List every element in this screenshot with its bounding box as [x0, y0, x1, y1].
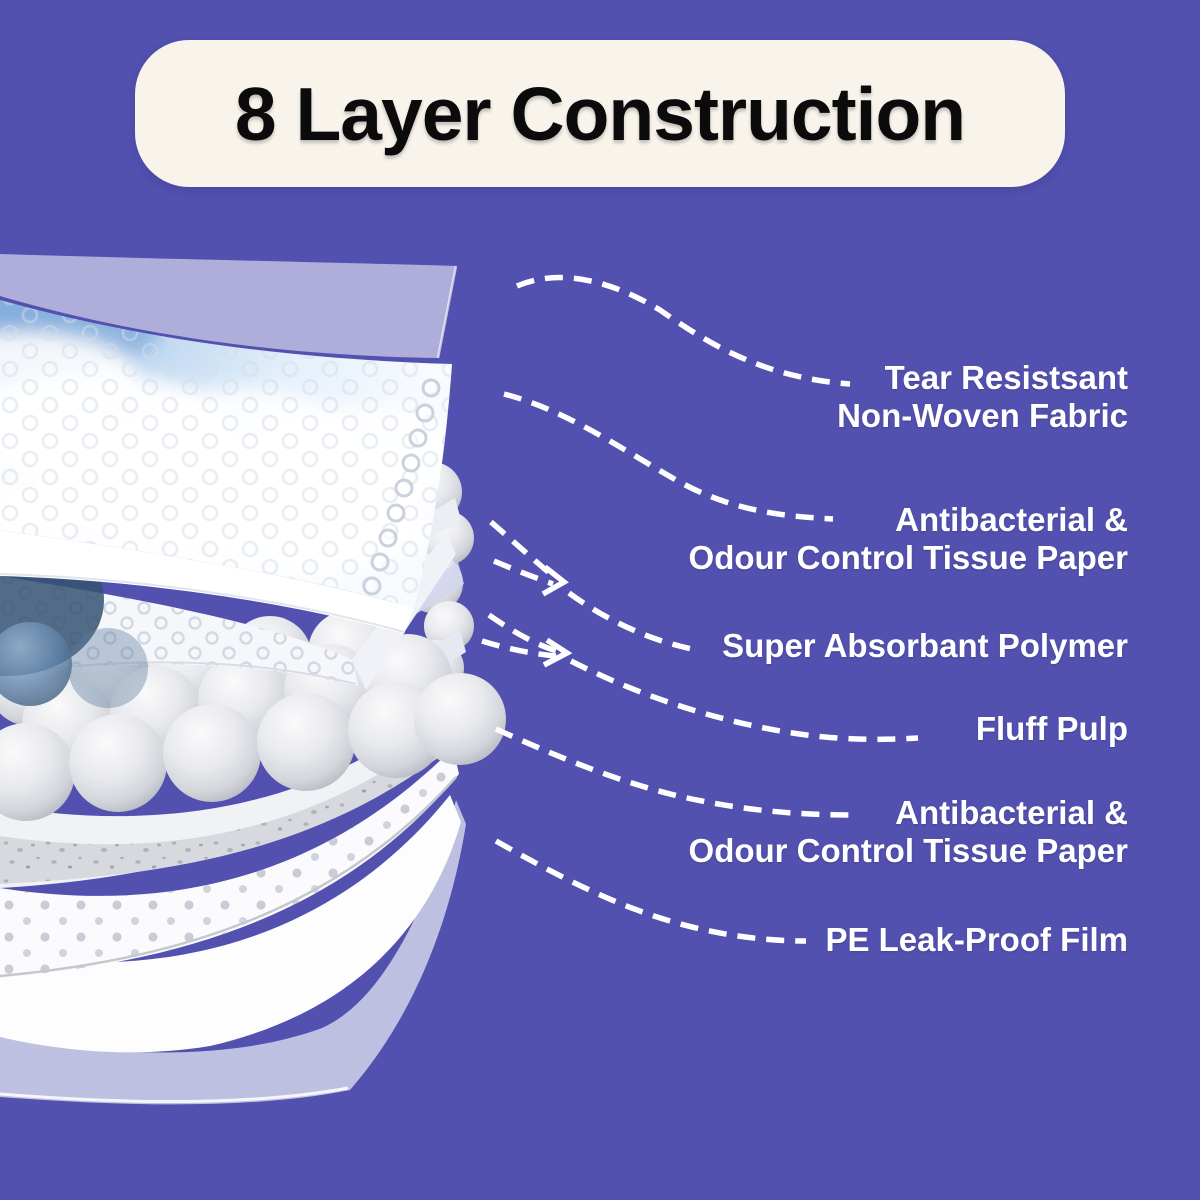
- dotted-tissue-sheet: [0, 748, 459, 978]
- connector-antibacterial-top: [503, 391, 834, 522]
- title-banner: 8 Layer Construction: [135, 40, 1065, 187]
- connector-sap-lower: [492, 558, 554, 587]
- label-line: Non-Woven Fabric: [837, 397, 1128, 434]
- page-title: 8 Layer Construction: [234, 71, 966, 156]
- label-antibacterial-odour-control-tissue-paper-top: Antibacterial & Odour Control Tissue Pap…: [689, 501, 1128, 577]
- label-line: Tear Resistsant: [884, 359, 1128, 396]
- connector-arrowheads: [541, 564, 573, 668]
- label-line: Antibacterial &: [895, 501, 1128, 538]
- label-line: Fluff Pulp: [975, 710, 1128, 747]
- connector-fluff-main: [569, 658, 919, 743]
- label-line: PE Leak-Proof Film: [825, 921, 1128, 958]
- label-antibacterial-odour-control-tissue-paper-bottom: Antibacterial & Odour Control Tissue Pap…: [689, 794, 1128, 870]
- label-super-absorbant-polymer: Super Absorbant Polymer: [722, 627, 1128, 665]
- arrowhead-fluff: [542, 637, 573, 668]
- label-tear-resistant-non-woven-fabric: Tear Resistsant Non-Woven Fabric: [837, 359, 1128, 435]
- bottom-leak-proof-film: [0, 800, 466, 1105]
- label-fluff-pulp: Fluff Pulp: [976, 710, 1128, 748]
- connector-pe-film: [494, 838, 807, 944]
- cloud-printed-top-sheet: [0, 300, 452, 634]
- speckled-fluff-pulp-sheet: [0, 698, 455, 888]
- connector-tear-resistant: [515, 274, 851, 387]
- translucent-top-film: [0, 254, 458, 359]
- connector-fluff-lower: [481, 638, 557, 659]
- label-line: Super Absorbant Polymer: [722, 627, 1128, 664]
- label-line: Odour Control Tissue Paper: [688, 539, 1128, 576]
- edge-ring-column: [362, 378, 441, 596]
- label-line: Antibacterial &: [895, 794, 1128, 831]
- connector-sap-main: [567, 590, 698, 653]
- callout-connectors: [481, 274, 919, 944]
- white-core-sheet: [0, 795, 461, 1053]
- connector-fluff-upper: [487, 612, 558, 654]
- arrowhead-sap: [541, 564, 569, 597]
- label-line: Odour Control Tissue Paper: [688, 832, 1128, 869]
- connector-antibacterial-bottom: [494, 726, 852, 818]
- label-pe-leak-proof-film: PE Leak-Proof Film: [825, 921, 1128, 959]
